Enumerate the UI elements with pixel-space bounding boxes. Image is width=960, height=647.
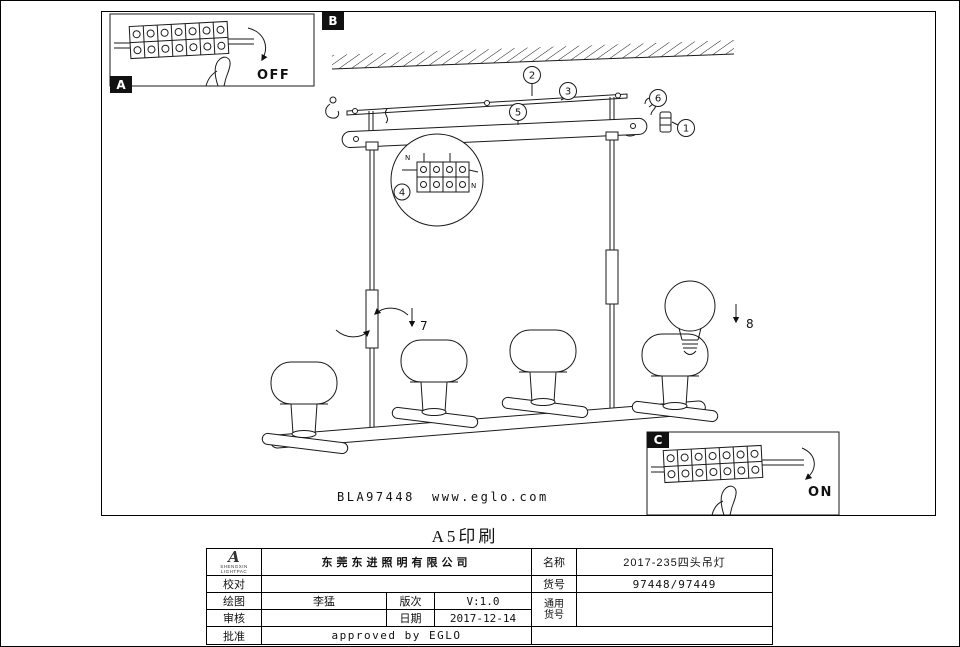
- drawing-frame: N N 4: [101, 11, 936, 516]
- review-value: [261, 609, 387, 627]
- bulb-icon: 8: [664, 280, 754, 355]
- callout-2: 2: [529, 71, 535, 82]
- callout-6-group: 6: [648, 89, 667, 108]
- terminal-strip-a: [128, 20, 230, 60]
- lamp-head-2: [400, 339, 468, 416]
- inset-a: OFF A: [109, 13, 315, 93]
- product-name-value: 2017-235四头吊灯: [576, 548, 773, 576]
- suspension-rod-left: [365, 141, 379, 428]
- lamp-head-3: [509, 329, 577, 406]
- callout-1: 1: [683, 124, 689, 135]
- version-value: V:1.0: [434, 592, 532, 610]
- drawn-label: 绘图: [206, 592, 262, 610]
- rotation-arrows: 7: [335, 307, 428, 338]
- finger-icon-c: [720, 485, 737, 515]
- callout-7: 7: [420, 319, 428, 333]
- callout-5-group: 5: [509, 103, 527, 125]
- proofread-label: 校对: [206, 575, 262, 593]
- wiring-detail-circle: N N 4: [390, 133, 484, 227]
- off-label: OFF: [257, 68, 290, 83]
- proofread-value: [261, 575, 532, 593]
- item-value: 97448/97449: [576, 575, 773, 593]
- date-label: 日期: [386, 609, 435, 627]
- company-name: 东莞东进照明有限公司: [261, 548, 532, 576]
- strain-relief-part: [659, 111, 672, 133]
- callout-4-circle: [393, 183, 411, 201]
- finger-icon: [214, 56, 231, 87]
- section-b-label: B: [328, 14, 337, 28]
- lamp-arm-1: [261, 432, 349, 455]
- drawn-value: 李猛: [261, 592, 387, 610]
- installation-diagram: N N 4: [109, 12, 840, 515]
- section-c-label: C: [654, 433, 663, 447]
- callout-3: 3: [565, 87, 571, 98]
- callout-8: 8: [746, 317, 754, 331]
- model-number: BLA97448: [337, 490, 415, 504]
- callout-3-group: 3: [559, 82, 577, 101]
- print-note: A5印刷: [431, 527, 499, 546]
- logo-caption: SHENGXIN LIGHTPAC: [220, 563, 248, 574]
- item-label: 货号: [531, 575, 577, 593]
- version-label: 版次: [386, 592, 435, 610]
- company-logo: A SHENGXIN LIGHTPAC: [206, 548, 262, 576]
- website-text: www.eglo.com: [432, 490, 549, 504]
- inset-c: ON C: [646, 431, 840, 515]
- callout-6: 6: [655, 94, 661, 105]
- on-label: ON: [808, 485, 833, 500]
- common-item-label: 通用 货号: [531, 592, 577, 627]
- section-a-tab: [110, 76, 132, 93]
- common-item-value: [576, 592, 773, 627]
- ceiling-hatch: [331, 40, 735, 70]
- section-b-tab: [322, 12, 344, 30]
- lamp-head-4: [641, 333, 709, 410]
- terminal-strip-c: [662, 444, 764, 484]
- review-label: 审核: [206, 609, 262, 627]
- common-item-label-line1: 通用: [544, 598, 564, 610]
- callout-4: 4: [399, 188, 405, 199]
- logo-mark-text: A: [228, 548, 240, 566]
- press-arrow-icon-c: [801, 447, 815, 480]
- title-block: A SHENGXIN LIGHTPAC 东莞东进照明有限公司 名称 2017-2…: [206, 548, 773, 645]
- terminal-n-right-label: N: [471, 182, 476, 190]
- callout-2-group: 2: [523, 66, 541, 96]
- lamp-head-1: [270, 361, 338, 438]
- name-label: 名称: [531, 548, 577, 576]
- canopy-bar: [341, 117, 648, 149]
- mounting-rail: [325, 92, 672, 142]
- terminal-n-left-label: N: [405, 154, 410, 162]
- date-value: 2017-12-14: [434, 609, 532, 627]
- common-item-label-line2: 货号: [544, 609, 564, 621]
- callout-1-group: 1: [671, 119, 695, 137]
- approve-label: 批准: [206, 626, 262, 645]
- suspension-rod-right: [605, 131, 619, 410]
- section-a-label: A: [116, 78, 126, 92]
- bottom-right-empty: [531, 626, 773, 645]
- press-arrow-icon: [247, 27, 268, 62]
- callout-5: 5: [515, 108, 521, 119]
- approved-by: approved by EGLO: [261, 626, 532, 645]
- section-c-tab: [647, 432, 669, 448]
